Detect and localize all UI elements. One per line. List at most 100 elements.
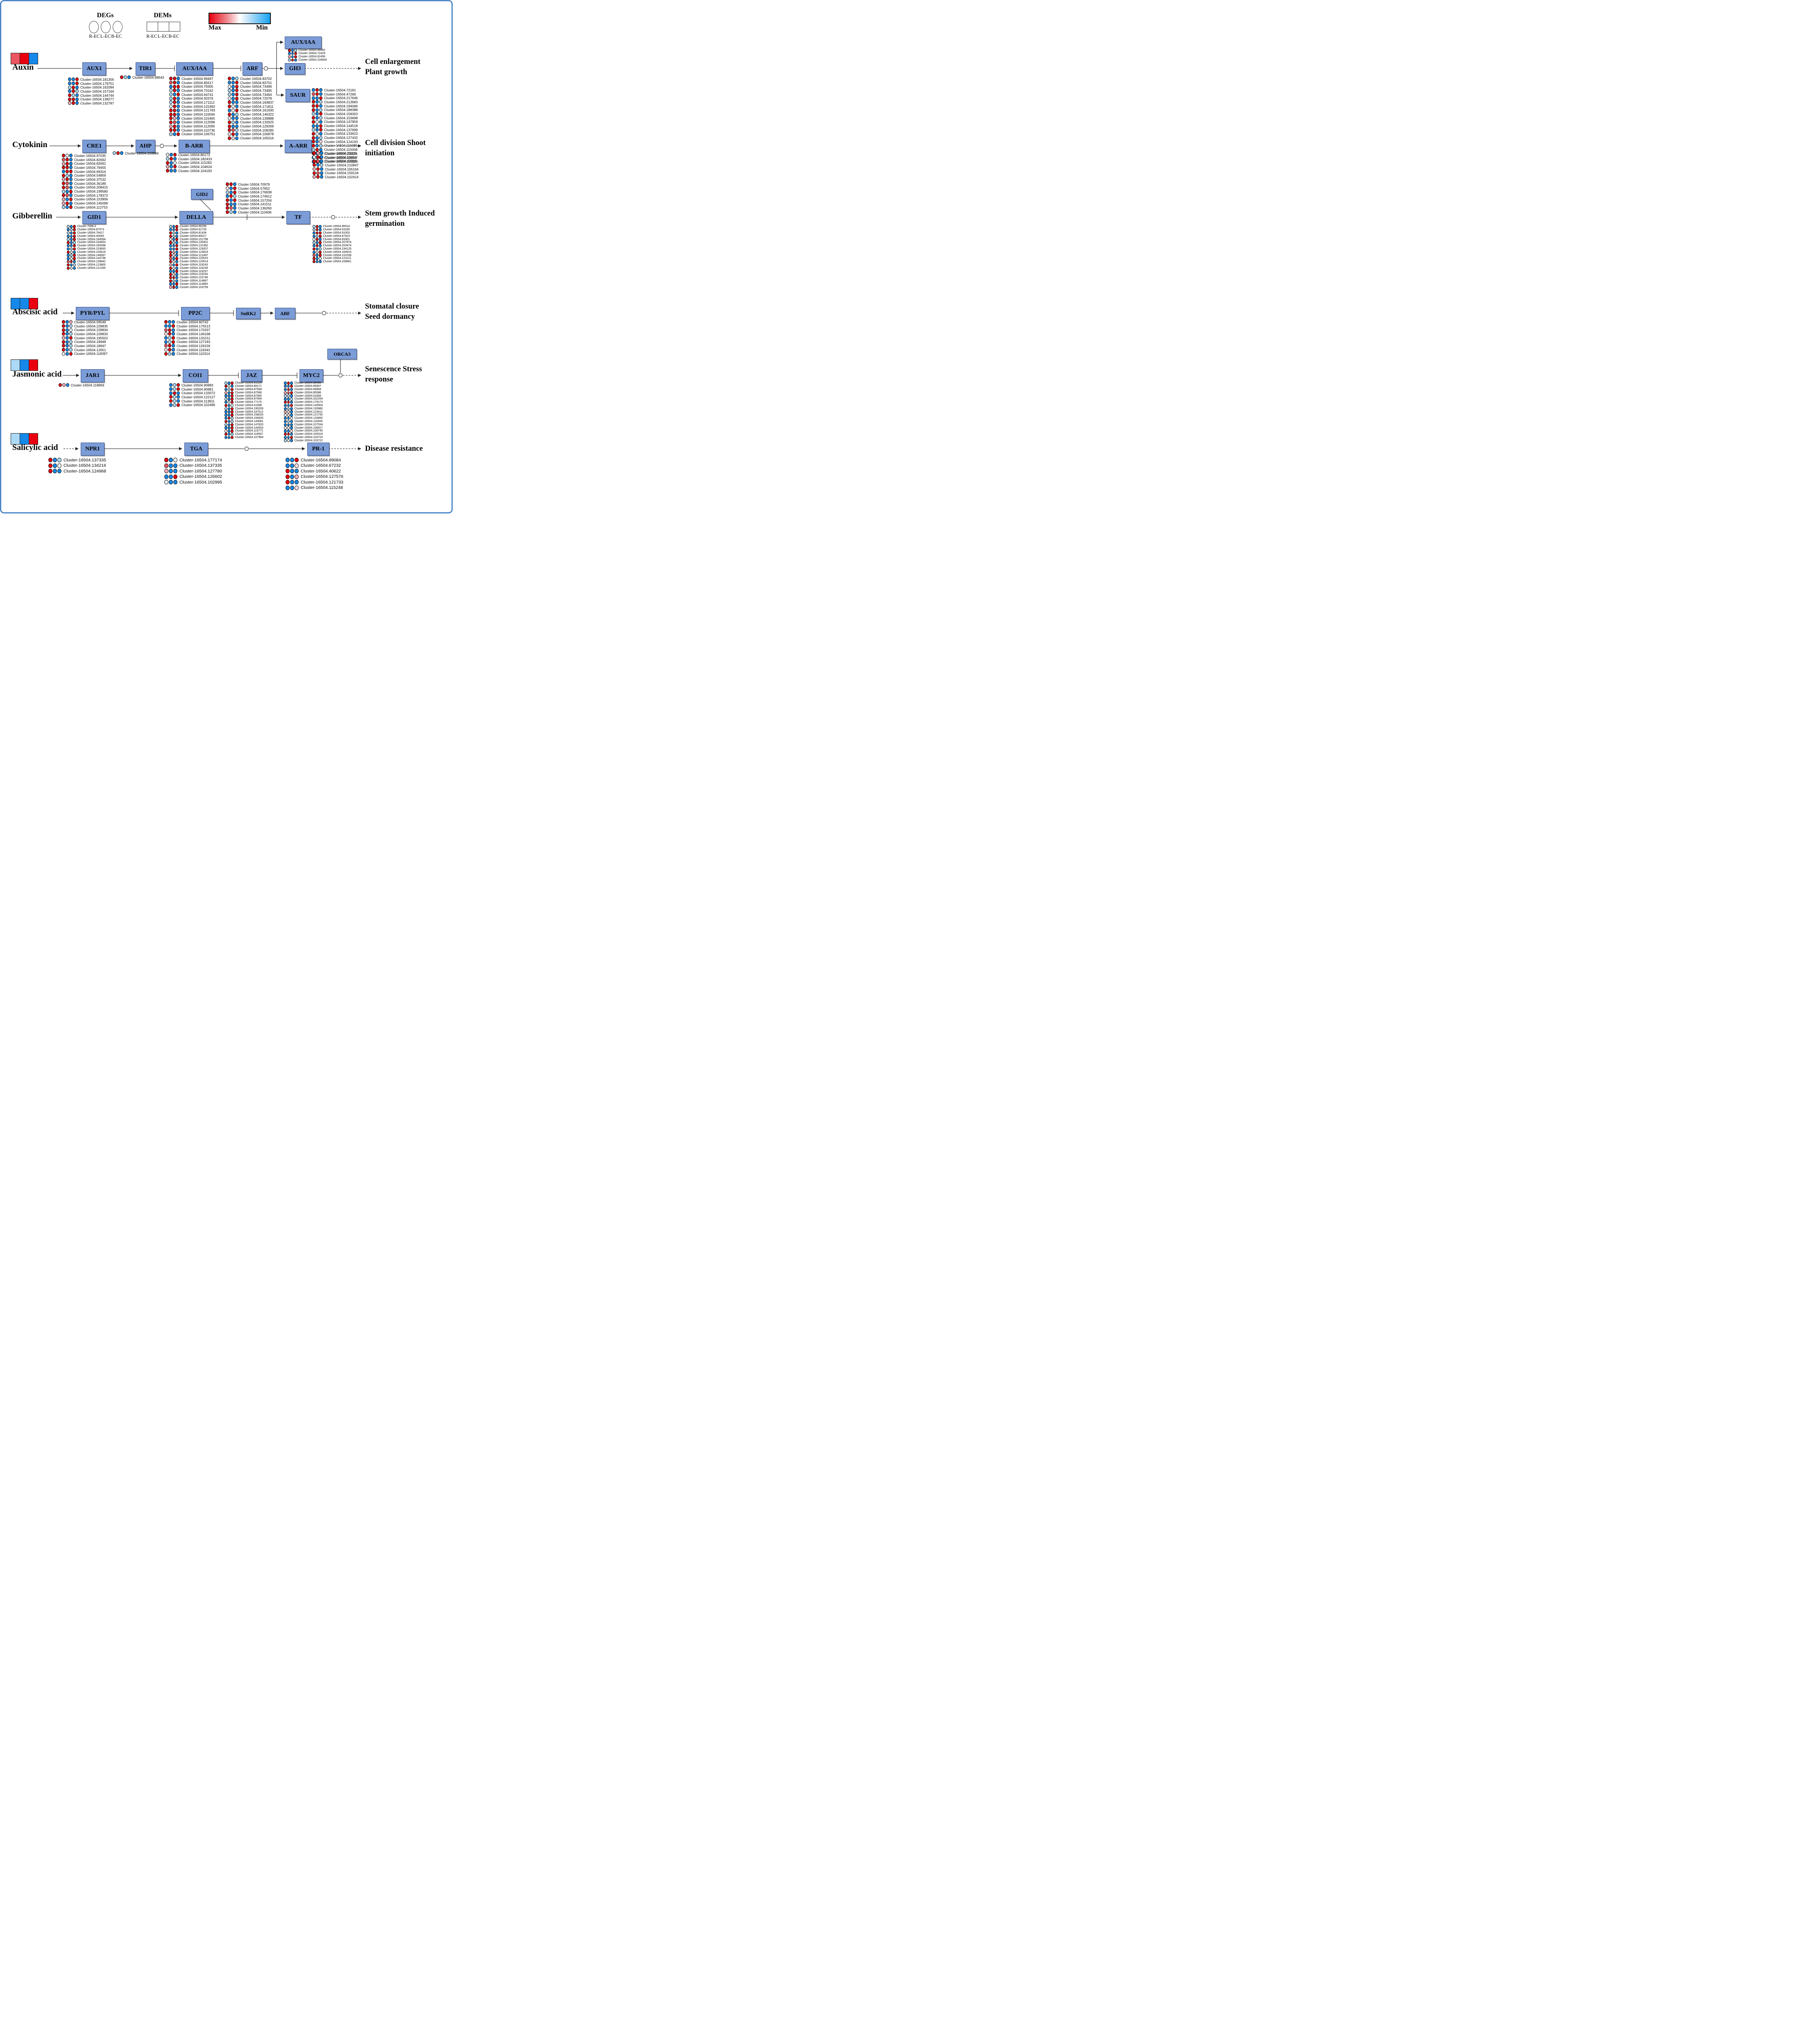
cluster-id: Cluster-16504.213683 bbox=[324, 100, 358, 104]
cluster-id: Cluster-16504.119243 bbox=[179, 263, 208, 266]
cluster-id: Cluster-16504.59549 bbox=[74, 320, 106, 324]
cluster-row: Cluster-16504.103723 bbox=[284, 436, 323, 439]
node-b-arr-label: B-ARR bbox=[185, 143, 204, 149]
node-myc2-label: MYC2 bbox=[303, 372, 320, 379]
expression-dot bbox=[312, 143, 315, 148]
cluster-row: Cluster-16504.40645 bbox=[67, 234, 106, 238]
node-aux-iaa-label: AUX/IAA bbox=[182, 66, 207, 72]
node-coi1: COI1 bbox=[183, 369, 208, 382]
expression-dot bbox=[169, 263, 172, 267]
expression-dot bbox=[73, 244, 76, 248]
expression-dot bbox=[225, 404, 227, 407]
expression-dot bbox=[235, 89, 238, 93]
cluster-row: Cluster-16504.40622 bbox=[286, 468, 343, 474]
cluster-id: Cluster-16504.72429 bbox=[298, 52, 325, 55]
expression-dot bbox=[67, 266, 70, 270]
expression-dot bbox=[169, 474, 173, 479]
expression-dot bbox=[313, 238, 315, 241]
expression-dot bbox=[177, 128, 180, 132]
expression-dot bbox=[316, 155, 320, 159]
cluster-id: Cluster-16504.137699 bbox=[324, 127, 358, 132]
expression-dot bbox=[287, 432, 290, 436]
expression-dot bbox=[169, 250, 172, 254]
cluster-row: Cluster-16504.119507 bbox=[225, 432, 263, 436]
expression-dot bbox=[287, 439, 290, 442]
cluster-id: Cluster-16504.104624 bbox=[178, 164, 212, 169]
expression-dot bbox=[70, 238, 73, 241]
expression-dot bbox=[73, 260, 76, 263]
expression-dot bbox=[315, 254, 318, 257]
expression-dot bbox=[177, 112, 180, 116]
expression-dot bbox=[319, 128, 322, 132]
dem-square-icon bbox=[147, 22, 158, 32]
expression-dot bbox=[227, 429, 230, 433]
expression-dot bbox=[313, 254, 315, 257]
cluster-row: Cluster-16504.213683 bbox=[312, 100, 358, 104]
expression-dot bbox=[235, 84, 238, 89]
expression-dot bbox=[66, 348, 69, 352]
expression-dot bbox=[175, 273, 178, 276]
expression-dot bbox=[120, 151, 123, 155]
expression-dot bbox=[290, 384, 293, 388]
cluster-id: Cluster-16504.151039 bbox=[323, 254, 352, 257]
expression-dot bbox=[175, 228, 178, 232]
cluster-row: Cluster-16504.119237 bbox=[169, 270, 208, 273]
expression-dot bbox=[173, 96, 176, 100]
expression-dot bbox=[164, 348, 168, 352]
cluster-id: Cluster-16504.139842 bbox=[77, 260, 106, 263]
expression-dot bbox=[175, 244, 178, 248]
expression-dot bbox=[175, 231, 178, 235]
cluster-id: Cluster-16504.133151 bbox=[177, 336, 211, 340]
expression-dot bbox=[287, 397, 290, 401]
cluster-row: Cluster-16504.96258 bbox=[169, 225, 208, 228]
expression-dot bbox=[315, 140, 319, 144]
cluster-id: Cluster-16504.124193 bbox=[324, 139, 358, 144]
expression-dot bbox=[75, 82, 79, 86]
expression-dot bbox=[72, 89, 75, 93]
expression-dot bbox=[173, 387, 176, 391]
expression-dot bbox=[312, 132, 315, 136]
expression-dot bbox=[69, 182, 73, 186]
cluster-row: Cluster-16504.129269 bbox=[228, 124, 274, 128]
expression-dot bbox=[66, 197, 69, 201]
cluster-row: Cluster-16504.102496 bbox=[169, 403, 215, 407]
cluster-id: Cluster-16504.175513 bbox=[177, 324, 211, 328]
expression-dot bbox=[169, 124, 172, 128]
cluster-row: Cluster-16504.121783 bbox=[169, 108, 215, 112]
cluster-id: Cluster-16504.60742 bbox=[177, 320, 209, 324]
cluster-id: Cluster-16504.171811 bbox=[240, 104, 274, 109]
cluster-row: Cluster-16504.228833 bbox=[62, 332, 108, 336]
node-saur-label: SAUR bbox=[290, 92, 306, 98]
expression-dot bbox=[235, 81, 238, 85]
expression-dot bbox=[168, 336, 171, 340]
cluster-row: Cluster-16504.144518 bbox=[312, 124, 358, 128]
cluster-row: Cluster-16504.106817 bbox=[284, 426, 323, 429]
cluster-row: Cluster-16504.18948 bbox=[62, 340, 108, 344]
expression-dot bbox=[62, 205, 65, 209]
expression-dot bbox=[231, 120, 235, 124]
cluster-row: Cluster-16504.115465 bbox=[169, 116, 215, 120]
cluster-row: Cluster-7066.0 bbox=[67, 225, 106, 228]
expression-dot bbox=[231, 413, 234, 417]
cluster-id: Cluster-16504.174912 bbox=[238, 194, 272, 198]
expression-dot bbox=[319, 96, 322, 100]
expression-dot bbox=[73, 241, 76, 244]
expression-dot bbox=[320, 175, 323, 179]
expression-dot bbox=[70, 266, 73, 270]
cluster-row: Cluster-16504.146322 bbox=[228, 112, 274, 116]
expression-dot bbox=[319, 104, 322, 108]
expression-dot bbox=[175, 234, 178, 238]
expression-dot bbox=[227, 432, 230, 436]
cluster-row: Cluster-16504.131362 bbox=[169, 244, 208, 248]
expression-dot bbox=[175, 266, 178, 270]
expression-dot bbox=[168, 328, 171, 332]
expression-dot bbox=[173, 169, 177, 173]
deg-circle-icon bbox=[113, 21, 122, 33]
expression-dot bbox=[175, 238, 178, 241]
expression-dot bbox=[235, 77, 238, 81]
expression-dot bbox=[66, 161, 69, 166]
cluster-id: Cluster-16504.123411 bbox=[294, 410, 323, 413]
cluster-row: Cluster-16504.105016 bbox=[228, 136, 274, 140]
expression-dot bbox=[170, 165, 173, 169]
